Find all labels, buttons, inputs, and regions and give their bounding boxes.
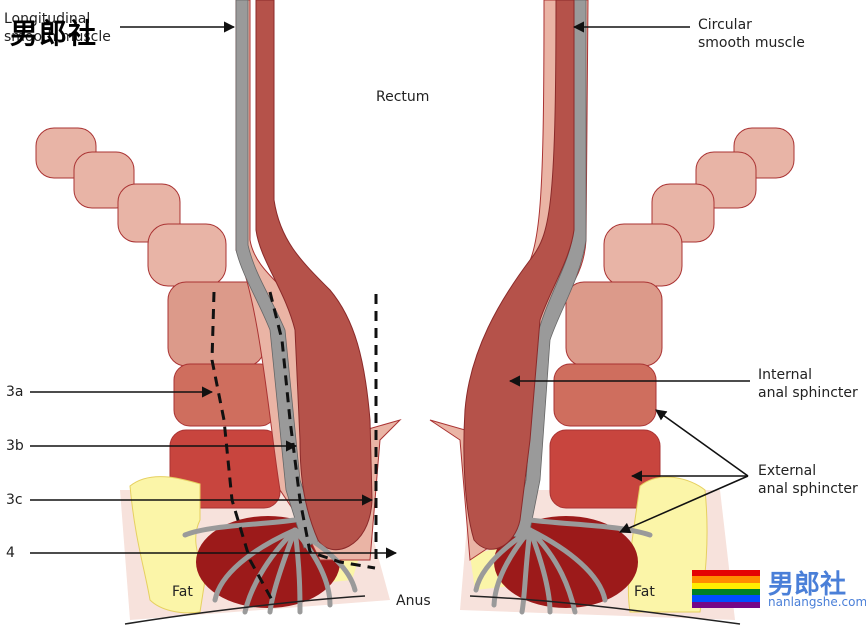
label-internal-line1: Internal [758,367,812,383]
label-3b: 3b [6,438,24,454]
rainbow-flag-icon [692,570,760,608]
label-circular-line1: Circular [698,17,752,33]
label-circular-line2: smooth muscle [698,35,805,51]
watermark-brand-chinese: 男郎社 [768,570,847,600]
label-external-line1: External [758,463,817,479]
label-longitudinal-line1: Longitudinal [4,11,91,27]
levator-ani-left [35,127,281,509]
watermark-brand: 男郎社 nanlangshe.com [692,568,866,612]
label-external-sphincter: External anal sphincter [758,462,858,498]
label-4: 4 [6,545,15,561]
label-rectum: Rectum [376,89,430,105]
label-external-line2: anal sphincter [758,481,858,497]
label-anus: Anus [396,593,431,609]
mucosa-right [463,0,575,550]
watermark-brand-url: nanlangshe.com [768,595,866,609]
label-fat-left: Fat [172,584,193,600]
label-3c: 3c [6,492,23,508]
fibres-right [473,517,653,615]
label-fat-right: Fat [634,584,655,600]
mucosa-left [255,0,373,550]
pointer-arrows [30,21,750,559]
label-circular: Circular smooth muscle [698,16,805,52]
label-longitudinal: Longitudinal smooth muscle [4,10,111,46]
watermark-logo-top: 男郎社 [10,17,98,50]
levator-ani-right [549,127,795,509]
label-3a: 3a [6,384,24,400]
dashed-line-a [210,291,274,601]
fat-left [129,476,206,614]
label-internal-sphincter: Internal anal sphincter [758,366,858,402]
label-internal-line2: anal sphincter [758,385,858,401]
label-longitudinal-line2: smooth muscle [4,29,111,45]
skin-line [124,595,741,625]
